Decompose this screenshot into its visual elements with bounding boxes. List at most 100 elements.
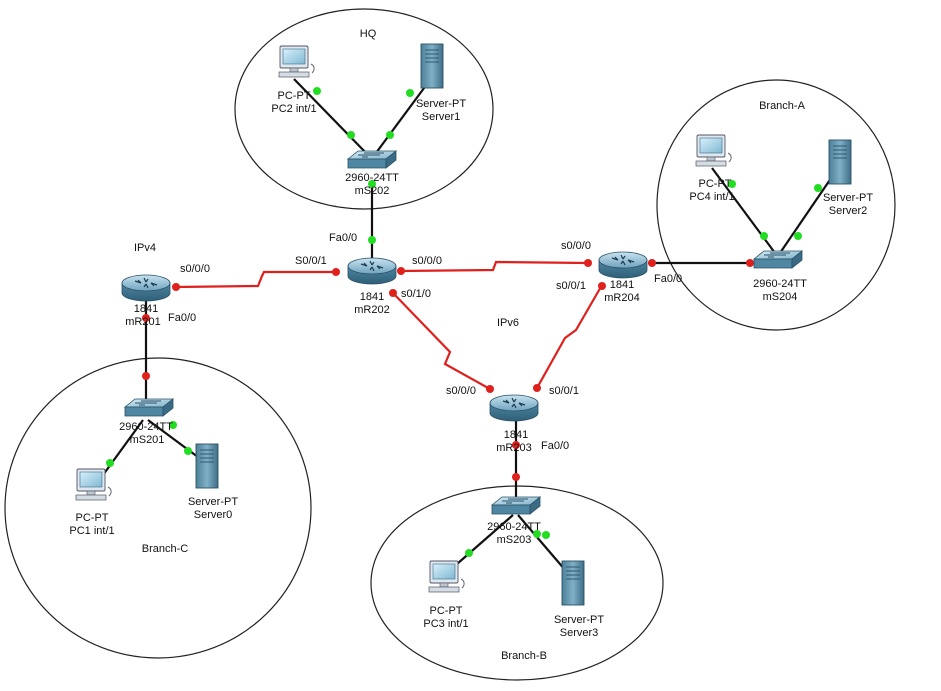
pc3-name-label: PC3 int/1 (423, 618, 468, 630)
link-status-dot (512, 441, 520, 449)
link-status-dot (389, 289, 397, 297)
server-server1[interactable] (420, 43, 444, 89)
link-status-dot (794, 232, 802, 240)
ms203-model-label: 2960-24TT (487, 521, 541, 533)
pc2-model-label: PC-PT (278, 90, 311, 102)
iface-label-r201-s000: s0/0/0 (180, 263, 210, 275)
server2-name-label: Server2 (829, 205, 868, 217)
router-icon (598, 251, 648, 279)
zone-label-branch-b: Branch-B (501, 650, 547, 662)
link-status-dot (184, 447, 192, 455)
zone-branch-a (656, 79, 896, 331)
ms201-name-label: mS201 (130, 434, 165, 446)
server2-model-label: Server-PT (823, 192, 873, 204)
router-icon (347, 257, 397, 285)
mr201-model-label: 1841 (134, 303, 158, 315)
link-status-dot (142, 314, 150, 322)
ms201-model-label: 2960-24TT (119, 421, 173, 433)
link-status-dot (406, 89, 414, 97)
link-status-dot (486, 385, 494, 393)
router-mr201[interactable] (121, 274, 171, 302)
pc-pc1[interactable] (75, 468, 112, 501)
link-server2-ms204 (779, 167, 839, 254)
link-mr202-mr203-serial (392, 292, 491, 390)
link-status-dot (598, 282, 606, 290)
link-mr202-mr204-serial (399, 260, 589, 273)
server-server3[interactable] (561, 560, 585, 606)
server0-name-label: Server0 (194, 509, 233, 521)
link-status-dot (584, 259, 592, 267)
link-status-dot (728, 180, 736, 188)
link-status-dot (746, 259, 754, 267)
switch-ms201[interactable] (124, 398, 174, 417)
link-status-dot (465, 549, 473, 557)
iface-label-r203-s001: s0/0/1 (549, 385, 579, 397)
zone-branch-c (4, 357, 312, 659)
server3-name-label: Server3 (560, 627, 599, 639)
server-icon (561, 560, 585, 606)
pc-pc4[interactable] (695, 134, 732, 167)
region-label-ipv4: IPv4 (134, 242, 156, 254)
switch-ms204[interactable] (753, 250, 803, 269)
server-server0[interactable] (195, 443, 219, 489)
link-status-dot (386, 131, 394, 139)
link-status-dot (760, 232, 768, 240)
zone-hq (234, 8, 494, 210)
mr203-name-label: mR203 (496, 442, 531, 454)
pc-icon (278, 45, 315, 78)
switch-icon (124, 398, 174, 417)
router-icon (489, 394, 539, 422)
switch-ms202[interactable] (347, 150, 397, 169)
pc2-name-label: PC2 int/1 (271, 103, 316, 115)
pc1-name-label: PC1 int/1 (69, 525, 114, 537)
link-mr204-mr203-serial (536, 284, 603, 389)
link-status-dot (142, 372, 150, 380)
link-status-dot (648, 259, 656, 267)
server0-model-label: Server-PT (188, 496, 238, 508)
link-status-dot (347, 131, 355, 139)
pc-icon (428, 560, 465, 593)
zone-label-branch-a: Branch-A (759, 100, 806, 112)
link-status-dot (512, 473, 520, 481)
ms204-model-label: 2960-24TT (753, 278, 807, 290)
router-mr203[interactable] (489, 394, 539, 422)
pc4-name-label: PC4 int/1 (689, 191, 734, 203)
mr204-name-label: mR204 (604, 292, 639, 304)
router-icon (121, 274, 171, 302)
pc-pc3[interactable] (428, 560, 465, 593)
pc4-model-label: PC-PT (699, 178, 732, 190)
mr202-name-label: mR202 (354, 304, 389, 316)
link-status-dots (106, 87, 822, 557)
pc-icon (75, 468, 112, 501)
iface-label-r202-fa00: Fa0/0 (329, 232, 357, 244)
server-icon (195, 443, 219, 489)
link-status-dot (814, 184, 822, 192)
link-status-dot (542, 531, 550, 539)
zone-label-hq: HQ (360, 28, 377, 40)
server-icon (420, 43, 444, 89)
iface-label-r203-s000: s0/0/0 (446, 385, 476, 397)
link-status-dot (533, 530, 541, 538)
link-pc2-ms202 (293, 78, 371, 158)
ms204-name-label: mS204 (763, 291, 798, 303)
mr201-name-label: mR201 (125, 316, 160, 328)
server3-model-label: Server-PT (554, 614, 604, 626)
ms202-name-label: mS202 (355, 185, 390, 197)
link-status-dot (332, 268, 340, 276)
mr202-model-label: 1841 (360, 291, 384, 303)
server-server2[interactable] (828, 139, 852, 185)
iface-label-r202-s001: S0/0/1 (295, 255, 327, 267)
iface-label-r204-s000: s0/0/0 (561, 240, 591, 252)
iface-label-r202-s000: s0/0/0 (412, 255, 442, 267)
router-mr204[interactable] (598, 251, 648, 279)
link-status-dot (313, 87, 321, 95)
link-server1-ms202 (372, 79, 431, 158)
iface-label-r201-fa00: Fa0/0 (168, 312, 196, 324)
switch-ms203[interactable] (491, 496, 541, 515)
mr203-model-label: 1841 (504, 429, 528, 441)
router-mr202[interactable] (347, 257, 397, 285)
zone-label-branch-c: Branch-C (142, 543, 189, 555)
pc-pc2[interactable] (278, 45, 315, 78)
ms203-name-label: mS203 (497, 534, 532, 546)
